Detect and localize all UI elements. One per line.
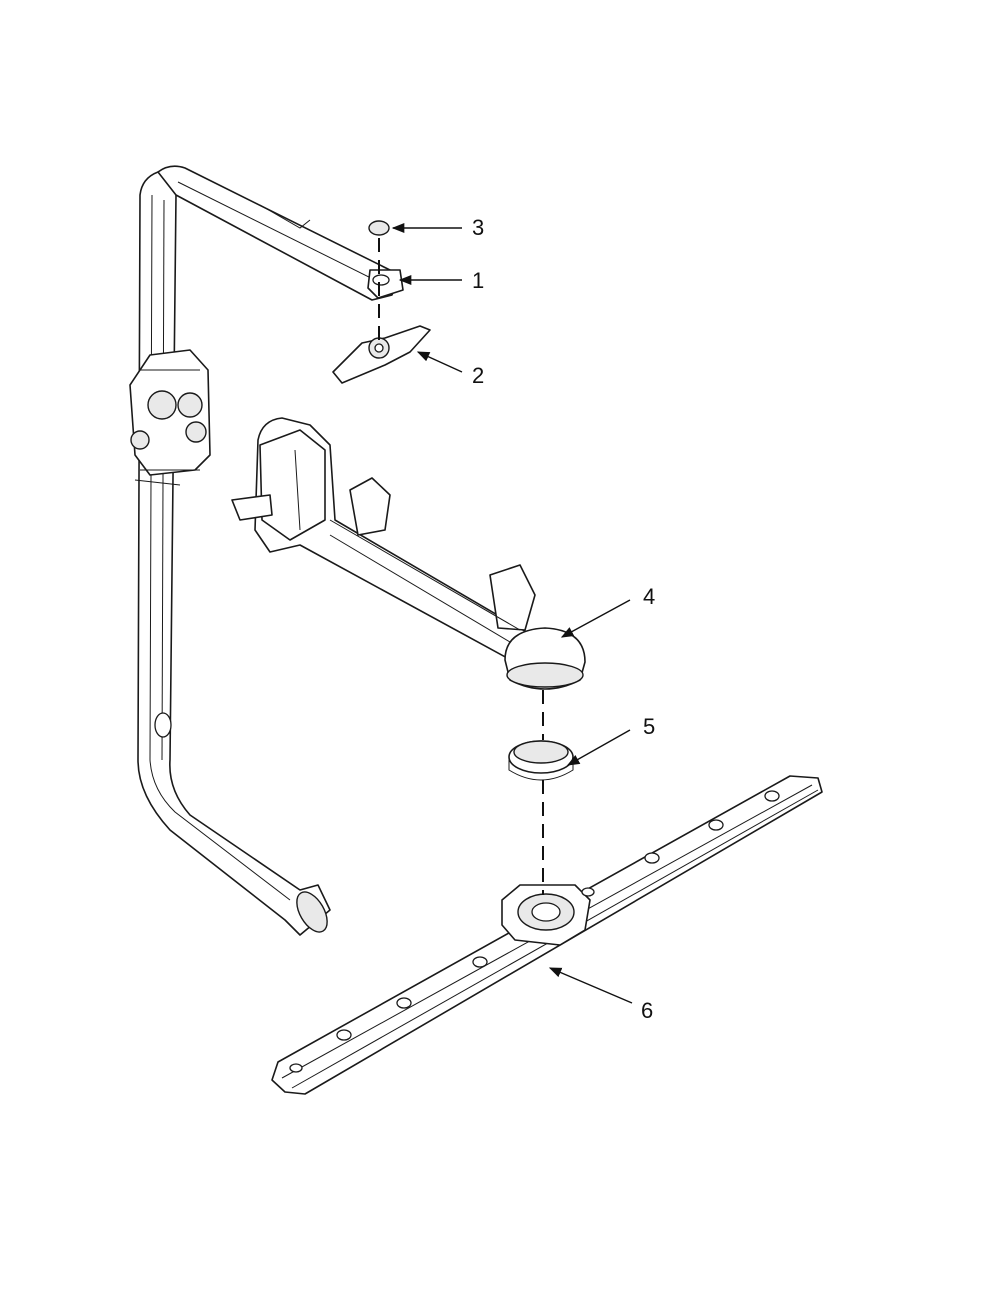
callout-3: 3 <box>472 215 484 240</box>
part-2-mini-spray-arm <box>332 325 431 384</box>
callout-labels: 3 1 2 4 5 6 <box>472 215 655 1023</box>
callout-6: 6 <box>641 998 653 1023</box>
part-1-nozzle <box>367 269 404 299</box>
callout-4: 4 <box>643 584 655 609</box>
callout-2: 2 <box>472 363 484 388</box>
callout-5: 5 <box>643 714 655 739</box>
part-3-cap <box>368 220 390 236</box>
alignment-lines <box>378 238 544 895</box>
leader-lines <box>391 222 633 1004</box>
part-5-ring-seal <box>508 740 574 781</box>
part-4-spray-arm-manifold <box>231 417 586 690</box>
part-6-lower-spray-arm <box>271 775 823 1095</box>
callout-1: 1 <box>472 268 484 293</box>
